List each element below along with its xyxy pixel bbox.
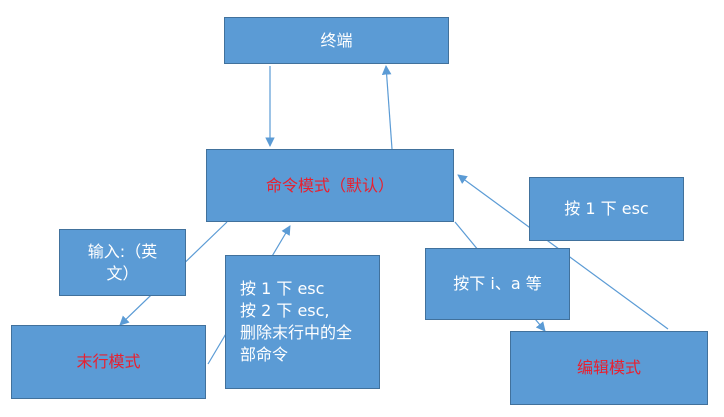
terminal-node: 终端 <box>224 17 449 64</box>
arrow-command-to-terminal <box>381 65 393 150</box>
press-i-a-note: 按下 i、a 等 <box>425 248 570 320</box>
edit-mode-label: 编辑模式 <box>576 358 641 377</box>
esc-instructions-label: 按 1 下 esc 按 2 下 esc, 删除末行中的全 部命令 <box>240 279 353 364</box>
input-colon-note: 输入:（英 文） <box>59 229 186 296</box>
press-esc-once-label: 按 1 下 esc <box>564 199 649 218</box>
command-mode-node: 命令模式（默认） <box>206 149 454 222</box>
press-i-a-label: 按下 i、a 等 <box>453 274 542 293</box>
input-colon-label: 输入:（英 文） <box>87 241 158 283</box>
command-mode-label: 命令模式（默认） <box>265 175 394 195</box>
terminal-label: 终端 <box>320 30 353 50</box>
last-line-mode-node: 末行模式 <box>11 325 206 399</box>
last-line-mode-label: 末行模式 <box>76 352 141 371</box>
esc-instructions-note: 按 1 下 esc 按 2 下 esc, 删除末行中的全 部命令 <box>225 255 380 389</box>
press-esc-once-note: 按 1 下 esc <box>529 177 684 241</box>
edit-mode-node: 编辑模式 <box>510 331 708 405</box>
